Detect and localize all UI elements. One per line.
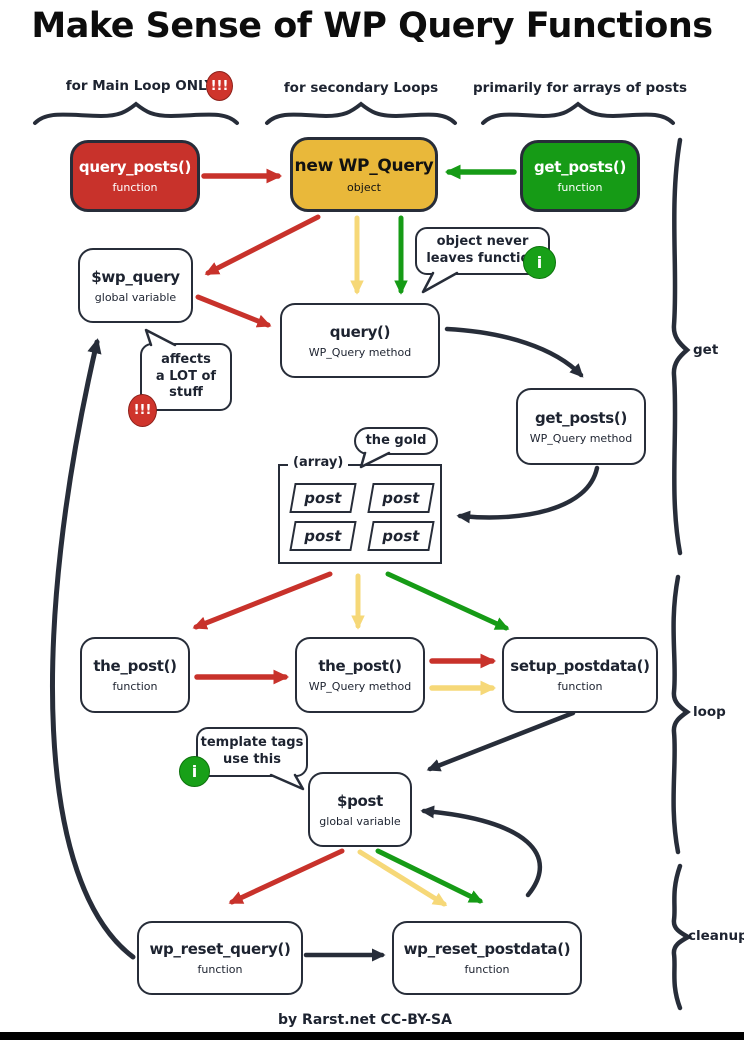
node-title: the_post()	[93, 657, 177, 675]
side-label-loop: loop	[693, 704, 726, 720]
node-title: $wp_query	[91, 267, 180, 286]
arrow-post-var-to-wp-reset-query	[228, 848, 345, 905]
header-main-loop: for Main Loop ONLY	[65, 78, 215, 94]
array-of-posts: post post post post	[278, 464, 442, 564]
post-item: post	[367, 521, 435, 551]
arrow-query-to-get-posts-method	[444, 326, 584, 378]
warning-badge-icon: !!!	[128, 394, 157, 427]
bottom-bar	[0, 1032, 744, 1040]
node-subtitle: function	[557, 181, 603, 194]
node-subtitle: global variable	[94, 290, 177, 304]
post-item: post	[289, 483, 357, 513]
arrow-setup-postdata-to-post-var	[426, 710, 576, 772]
bubble-template-tags-use-this: template tags use this	[196, 727, 308, 777]
page-title: Make Sense of WP Query Functions	[31, 6, 713, 46]
warning-badge-text: !!!	[210, 78, 229, 94]
warning-badge-text: !!!	[133, 403, 152, 418]
bubble-line: affects	[161, 351, 211, 367]
side-label-get: get	[693, 342, 719, 358]
info-badge-text: i	[536, 253, 543, 272]
node-title: get_posts()	[534, 408, 628, 427]
brace-get	[671, 137, 691, 556]
node-title: wp_reset_query()	[149, 940, 291, 958]
node-get-posts-function: get_posts() function	[520, 140, 640, 212]
node-title: query()	[329, 322, 391, 341]
node-the-post-method: the_post() WP_Query method	[295, 637, 425, 713]
arrow-wp-reset-query-to-wp-query-var	[50, 338, 136, 960]
node-subtitle: WP_Query method	[529, 431, 633, 445]
node-title: $post	[336, 791, 384, 810]
bubble-line: stuff	[169, 385, 203, 401]
node-get-posts-method: get_posts() WP_Query method	[516, 388, 646, 465]
warning-badge-icon: !!!	[206, 71, 233, 101]
brace-main-loop	[33, 101, 239, 125]
node-title: query_posts()	[78, 158, 192, 176]
brace-arrays-of-posts	[481, 101, 675, 125]
header-secondary-loops: for secondary Loops	[283, 80, 439, 96]
bubble-line: the gold	[365, 432, 427, 448]
node-subtitle: function	[197, 963, 243, 976]
credit-text: by Rarst.net CC-BY-SA	[278, 1012, 452, 1028]
post-item: post	[289, 521, 357, 551]
arrow-wp-reset-postdata-to-post-var	[420, 805, 543, 898]
node-post-global-variable: $post global variable	[308, 772, 412, 847]
arrow-array-to-setup-postdata	[385, 571, 510, 631]
node-query-method: query() WP_Query method	[280, 303, 440, 378]
node-subtitle: global variable	[319, 814, 401, 828]
array-label: (array)	[288, 455, 349, 470]
node-subtitle: function	[464, 963, 510, 976]
node-wp-reset-postdata-function: wp_reset_postdata() function	[392, 921, 582, 995]
post-item: post	[367, 483, 435, 513]
node-subtitle: WP_Query method	[308, 345, 412, 359]
bubble-line: template tags	[200, 735, 304, 751]
node-query-posts-function: query_posts() function	[70, 140, 200, 212]
node-subtitle: object	[347, 180, 381, 194]
node-the-post-function: the_post() function	[80, 637, 190, 713]
node-subtitle: WP_Query method	[308, 680, 412, 693]
bubble-line: object never	[436, 234, 529, 250]
node-wp-reset-query-function: wp_reset_query() function	[137, 921, 303, 995]
brace-cleanup	[671, 863, 693, 1011]
arrow-post-var-to-wp-reset-postdata-yellow	[357, 849, 448, 907]
side-label-cleanup: cleanup	[688, 928, 744, 944]
brace-secondary-loops	[265, 101, 457, 125]
bubble-line: use this	[223, 752, 281, 767]
arrow-post-var-to-wp-reset-postdata-green	[375, 848, 484, 904]
arrow-array-to-the-post-fn	[192, 571, 333, 630]
node-title: new WP_Query	[294, 155, 434, 176]
node-new-wp-query-object: new WP_Query object	[290, 137, 438, 212]
node-title: wp_reset_postdata()	[403, 940, 571, 958]
node-subtitle: function	[112, 680, 158, 693]
brace-loop	[671, 574, 691, 855]
arrow-new-wp-query-to-wp-query-var	[204, 214, 321, 276]
bubble-affects-a-lot-of-stuff: affects a LOT of stuff	[140, 343, 232, 411]
node-title: the_post()	[318, 657, 402, 675]
node-title: get_posts()	[533, 158, 627, 176]
arrow-wp-query-var-to-query	[195, 294, 272, 328]
info-badge-icon: i	[523, 246, 556, 279]
node-subtitle: function	[112, 181, 158, 194]
node-setup-postdata-function: setup_postdata() function	[502, 637, 658, 713]
bubble-line: a LOT of	[155, 368, 217, 384]
info-badge-icon: i	[179, 756, 210, 787]
bubble-line: leaves function	[426, 251, 539, 266]
arrow-get-posts-method-to-array	[456, 465, 600, 524]
bubble-the-gold: the gold	[354, 427, 438, 455]
node-subtitle: function	[557, 680, 603, 693]
node-title: setup_postdata()	[510, 657, 650, 675]
node-wp-query-global-variable: $wp_query global variable	[78, 248, 193, 323]
header-arrays-of-posts: primarily for arrays of posts	[473, 80, 688, 96]
info-badge-text: i	[191, 762, 198, 781]
